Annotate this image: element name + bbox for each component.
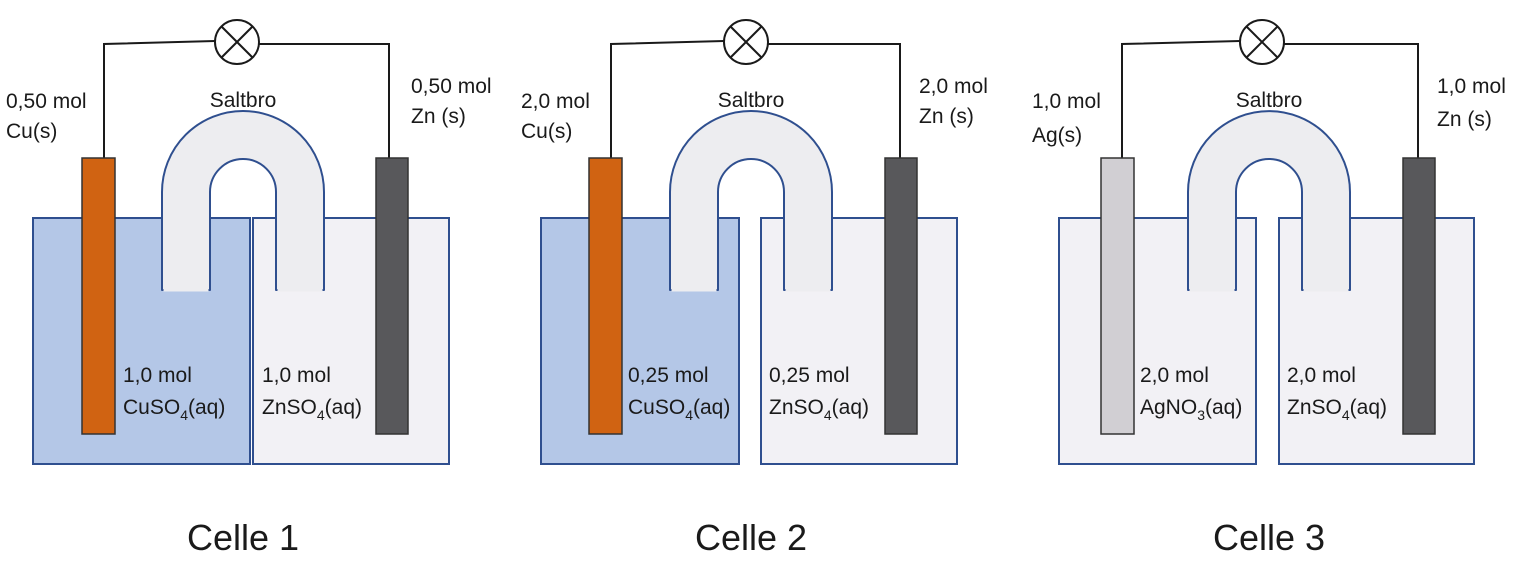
- formula-main: ZnSO: [769, 396, 824, 419]
- formula-subscript: 4: [1342, 407, 1350, 423]
- left-electrode-amount: 0,50 mol: [6, 90, 87, 113]
- formula-state: (aq): [832, 396, 869, 419]
- formula-state: (aq): [693, 396, 730, 419]
- formula-subscript: 4: [317, 407, 325, 423]
- right-solution-amount: 0,25 mol: [769, 364, 850, 387]
- left-electrode-species: Cu(s): [521, 120, 572, 143]
- left-solution-formula: CuSO4(aq): [123, 396, 225, 423]
- lamp-cross-line: [220, 25, 254, 59]
- salt-bridge-label: Saltbro: [210, 89, 277, 112]
- right-electrode-species: Zn (s): [411, 105, 466, 128]
- right-electrode-species: Zn (s): [919, 105, 974, 128]
- left-electrode-amount: 2,0 mol: [521, 90, 590, 113]
- cell-caption: Celle 2: [695, 517, 807, 558]
- right-solution-formula: ZnSO4(aq): [769, 396, 869, 423]
- formula-main: CuSO: [123, 396, 180, 419]
- formula-subscript: 4: [180, 407, 188, 423]
- lamp-icon: [1239, 19, 1285, 65]
- left-wire: [1121, 40, 1241, 158]
- lamp-cross-line: [1245, 25, 1279, 59]
- formula-main: ZnSO: [262, 396, 317, 419]
- left-solution-amount: 1,0 mol: [123, 364, 192, 387]
- right-wire: [768, 43, 901, 158]
- right-solution-formula: ZnSO4(aq): [1287, 396, 1387, 423]
- formula-main: CuSO: [628, 396, 685, 419]
- formula-subscript: 4: [824, 407, 832, 423]
- formula-state: (aq): [1350, 396, 1387, 419]
- right-solution-amount: 2,0 mol: [1287, 364, 1356, 387]
- left-electrode: [588, 157, 623, 435]
- cell-caption: Celle 3: [1213, 517, 1325, 558]
- right-electrode: [1402, 157, 1436, 435]
- cell-caption: Celle 1: [187, 517, 299, 558]
- left-electrode: [81, 157, 116, 435]
- lamp-cross-line: [729, 25, 763, 59]
- formula-subscript: 4: [685, 407, 693, 423]
- left-solution-formula: AgNO3(aq): [1140, 396, 1242, 423]
- salt-bridge: [669, 110, 833, 291]
- formula-state: (aq): [188, 396, 225, 419]
- formula-state: (aq): [1205, 396, 1242, 419]
- formula-subscript: 3: [1197, 407, 1205, 423]
- right-wire: [259, 43, 390, 158]
- salt-bridge-label: Saltbro: [718, 89, 785, 112]
- left-wire: [610, 40, 725, 158]
- left-electrode-species: Cu(s): [6, 120, 57, 143]
- right-electrode-species: Zn (s): [1437, 108, 1492, 131]
- left-solution-formula: CuSO4(aq): [628, 396, 730, 423]
- left-electrode-species: Ag(s): [1032, 124, 1082, 147]
- right-electrode: [375, 157, 409, 435]
- salt-bridge: [161, 110, 325, 291]
- formula-main: AgNO: [1140, 396, 1197, 419]
- salt-bridge: [1187, 110, 1351, 291]
- left-solution-amount: 2,0 mol: [1140, 364, 1209, 387]
- formula-main: ZnSO: [1287, 396, 1342, 419]
- right-electrode: [884, 157, 918, 435]
- right-electrode-amount: 0,50 mol: [411, 75, 492, 98]
- left-solution-amount: 0,25 mol: [628, 364, 709, 387]
- formula-state: (aq): [325, 396, 362, 419]
- left-beaker: [32, 217, 251, 465]
- right-solution-amount: 1,0 mol: [262, 364, 331, 387]
- right-electrode-amount: 2,0 mol: [919, 75, 988, 98]
- right-solution-formula: ZnSO4(aq): [262, 396, 362, 423]
- left-electrode-amount: 1,0 mol: [1032, 90, 1101, 113]
- salt-bridge-label: Saltbro: [1236, 89, 1303, 112]
- left-wire: [103, 40, 216, 158]
- lamp-icon: [723, 19, 769, 65]
- left-electrode: [1100, 157, 1135, 435]
- right-electrode-amount: 1,0 mol: [1437, 75, 1506, 98]
- lamp-icon: [214, 19, 260, 65]
- right-wire: [1284, 43, 1419, 158]
